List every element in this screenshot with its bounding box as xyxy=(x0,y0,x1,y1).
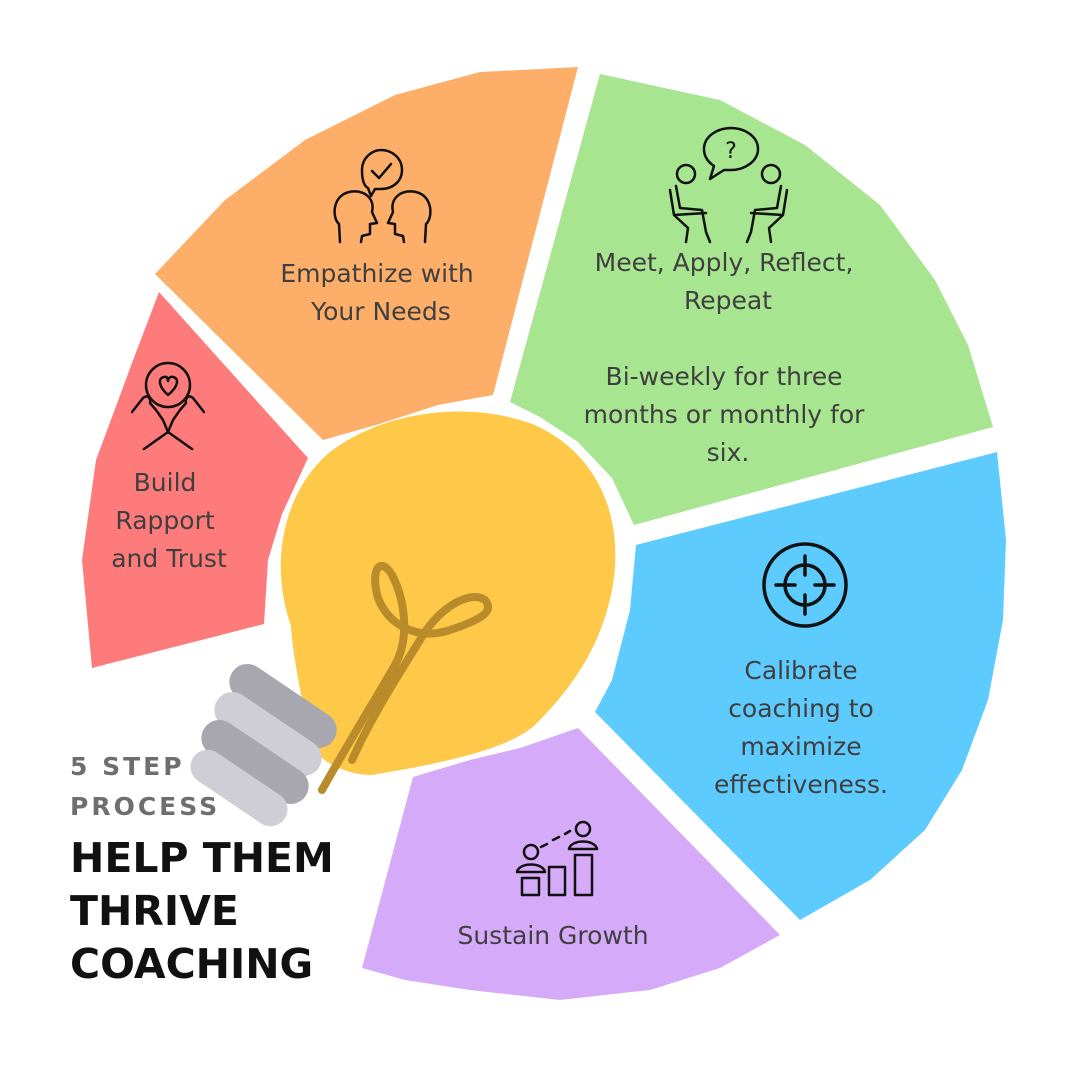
segment-sustain-growth xyxy=(362,728,780,1000)
segment-meet-apply-reflect xyxy=(510,74,993,525)
label-empathize: Empathize with Your Needs xyxy=(280,259,481,326)
two-people-talking-icon xyxy=(333,148,432,244)
subtitle-line: PROCESS xyxy=(70,792,221,821)
label-meet-apply-reflect: Meet, Apply, Reflect, Repeat xyxy=(595,248,862,315)
segment-empathize xyxy=(155,67,578,440)
subtitle-line: 5 STEP xyxy=(70,752,185,781)
title-line: COACHING xyxy=(70,940,314,988)
segment-build-rapport xyxy=(82,292,308,668)
growth-chart-icon xyxy=(515,820,599,897)
target-icon xyxy=(762,542,848,628)
label-calibrate: Calibrate coaching to maximize effective… xyxy=(714,656,888,799)
light-bulb-icon xyxy=(190,411,616,827)
label-build-rapport: Build Rapport and Trust xyxy=(111,468,227,573)
label-sustain-growth: Sustain Growth xyxy=(457,921,648,950)
title-line: HELP THEM xyxy=(70,834,334,882)
process-subtitle: 5 STEP PROCESS xyxy=(70,747,220,827)
heart-hands-icon xyxy=(130,361,206,451)
svg-text:?: ? xyxy=(725,139,737,164)
note-meet-frequency: Bi-weekly for three months or monthly fo… xyxy=(584,362,873,467)
page-title: HELP THEM THRIVE COACHING xyxy=(70,832,334,991)
title-line: THRIVE xyxy=(70,887,239,935)
conversation-question-icon: ? xyxy=(668,126,789,244)
segment-calibrate xyxy=(595,452,1006,920)
